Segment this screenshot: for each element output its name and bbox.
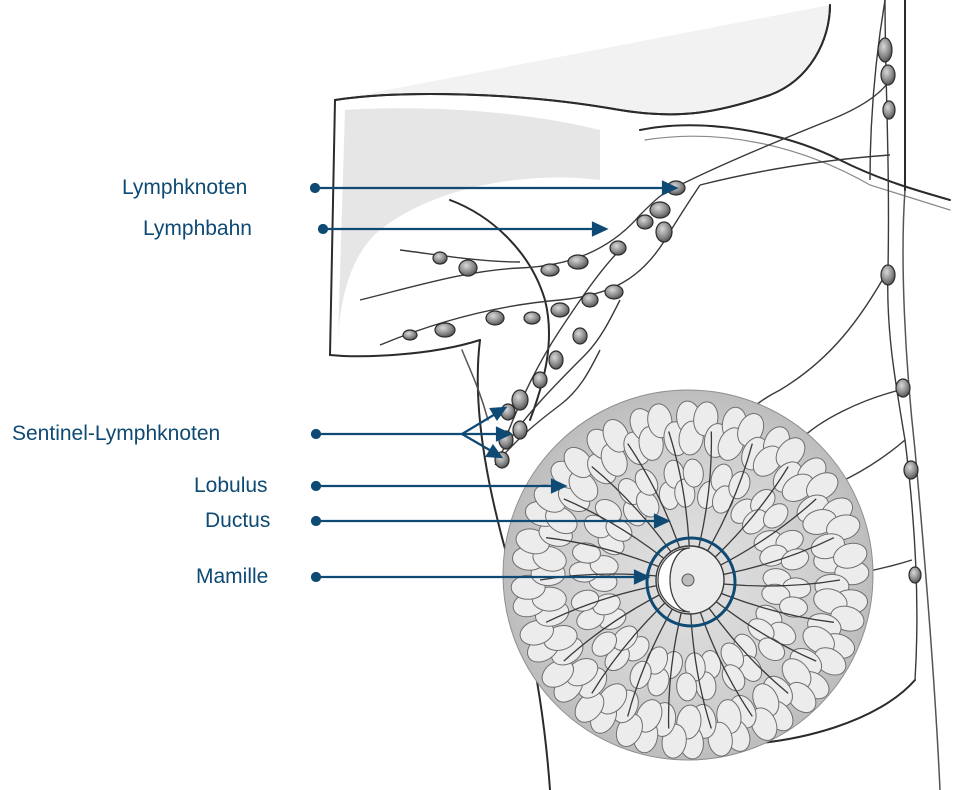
sternum-line: [903, 190, 940, 790]
lymph-node-icon: [486, 311, 504, 325]
lymph-node-icon: [610, 241, 626, 255]
label-lobulus: Lobulus: [194, 474, 268, 498]
leader-branch: [462, 434, 493, 452]
lymph-node-icon: [605, 285, 623, 299]
lymph-node-icon: [582, 293, 598, 307]
label-sentinel-lymphknoten: Sentinel-Lymphknoten: [12, 422, 220, 446]
nipple-center: [682, 574, 694, 586]
shoulder-skin: [335, 5, 830, 114]
lymph-node-icon: [435, 323, 455, 337]
inner-chest-shadow: [462, 350, 488, 420]
lymph-vessel: [400, 250, 520, 262]
lymph-vessel: [800, 390, 900, 440]
lymph-node-icon: [568, 255, 588, 269]
lymph-node-icon: [878, 38, 892, 62]
lymph-node-icon: [524, 312, 540, 324]
arrowhead: [593, 223, 606, 235]
lymph-node-icon: [896, 379, 910, 397]
lymph-node-icon: [433, 252, 447, 264]
lymph-node-icon: [459, 260, 477, 276]
armpit-fold: [450, 200, 549, 420]
lymph-node-icon: [512, 390, 528, 410]
lymph-node-icon: [881, 65, 895, 85]
lymph-node-icon: [403, 330, 417, 340]
lymph-node-icon: [551, 303, 569, 317]
nipple-icon: [656, 546, 724, 614]
label-lymphbahn: Lymphbahn: [143, 217, 252, 241]
lymph-node-icon: [637, 215, 653, 229]
lymph-node-icon: [881, 265, 895, 285]
lymph-node-icon: [549, 351, 563, 369]
lymph-vessel: [870, 0, 885, 180]
label-mamille: Mamille: [196, 565, 268, 589]
arrowhead: [487, 446, 501, 457]
lymph-node-icon: [883, 101, 895, 119]
label-ductus: Ductus: [205, 509, 270, 533]
lymph-node-icon: [909, 567, 921, 583]
label-lymphknoten: Lymphknoten: [122, 176, 247, 200]
lymph-node-icon: [573, 328, 587, 344]
lymph-node-icon: [650, 202, 670, 218]
lymph-node-icon: [541, 264, 559, 276]
lymph-node-icon: [513, 421, 527, 439]
lymph-node-icon: [533, 372, 547, 388]
lymph-node-icon: [904, 461, 918, 479]
lymph-node-icon: [656, 222, 672, 242]
